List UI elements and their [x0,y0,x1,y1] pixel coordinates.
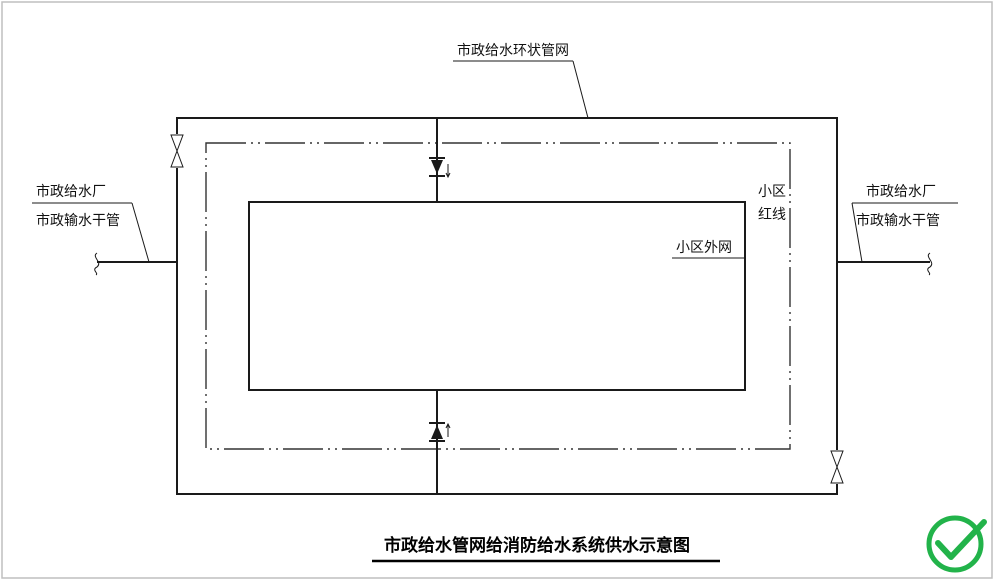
right-main-label: 市政输水干管 [856,212,940,229]
left-main-label: 市政输水干管 [36,212,120,229]
top-check-valve-icon [429,157,451,179]
ring-main-label: 市政给水环状管网 [457,42,569,59]
left-plant-label: 市政给水厂 [36,183,106,200]
right-gate-valve-icon [830,450,844,484]
bottom-check-valve-icon [429,422,451,442]
ring-main-leader [572,60,589,119]
municipal-ring-main [176,117,838,495]
diagram-title: 市政给水管网给消防给水系统供水示意图 [384,535,690,556]
outer-network-label: 小区外网 [676,240,732,256]
community-red-line [205,142,791,450]
red-line-label-1: 小区 [758,184,786,200]
right-plant-label: 市政给水厂 [866,183,936,200]
left-break-symbol-icon [94,252,100,276]
red-line-label-2: 红线 [758,207,786,223]
community-outer-network [248,201,746,391]
left-gate-valve-icon [170,134,184,168]
right-label-leader [851,202,863,263]
check-circle-icon [926,515,987,573]
left-label-leader [131,202,150,263]
right-break-symbol-icon [927,252,933,276]
